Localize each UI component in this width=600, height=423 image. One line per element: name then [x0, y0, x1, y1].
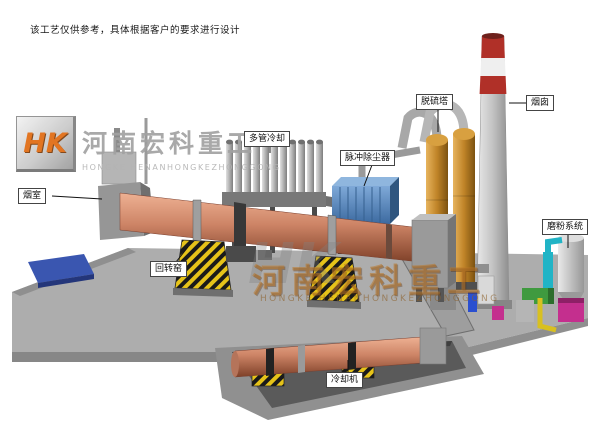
chimney: [474, 33, 512, 309]
cooling-machine: [231, 327, 447, 387]
kiln-outlet-hood: [411, 214, 456, 302]
blue-pad: [28, 254, 94, 288]
leader-lines: [51, 102, 569, 372]
label-pulse-dust-collector: 脉冲除尘器: [340, 150, 396, 166]
logo-company-name-en: HONGKE HENANHONGKEZHONGGONG: [82, 163, 281, 172]
chimney-red-band-lower: [479, 76, 507, 94]
kiln-girth-gear: [234, 202, 246, 247]
label-grinding-system: 磨粉系统: [542, 219, 589, 235]
rotary-kiln: [119, 192, 456, 309]
chimney-white-band: [480, 58, 506, 76]
label-desulfurization-tower: 脱硫塔: [416, 94, 454, 110]
brand-logo: HK 河南宏科重工 HONGKE HENANHONGKEZHONGGONG: [16, 116, 281, 172]
label-chimney: 烟囱: [526, 95, 555, 111]
logo-monogram: HK: [23, 127, 67, 159]
logo-company-name-cn: 河南宏科重工: [82, 129, 257, 158]
label-rotary-kiln: 回转窑: [150, 261, 188, 277]
disclaimer-text: 该工艺仅供参考，具体根据客户的要求进行设计: [30, 25, 241, 36]
label-cooling-machine: 冷却机: [326, 372, 364, 388]
logo-cube: HK: [16, 116, 76, 172]
label-smoke-chamber: 烟室: [18, 188, 47, 204]
kiln-tyre: [327, 214, 337, 256]
kiln-tyre: [192, 199, 202, 242]
grinding-system: [516, 234, 584, 333]
label-multi-tube-cooler: 多管冷却: [244, 131, 291, 147]
chimney-red-band-top: [481, 36, 505, 58]
logo-text-block: 河南宏科重工 HONGKE HENANHONGKEZHONGGONG: [82, 116, 281, 172]
